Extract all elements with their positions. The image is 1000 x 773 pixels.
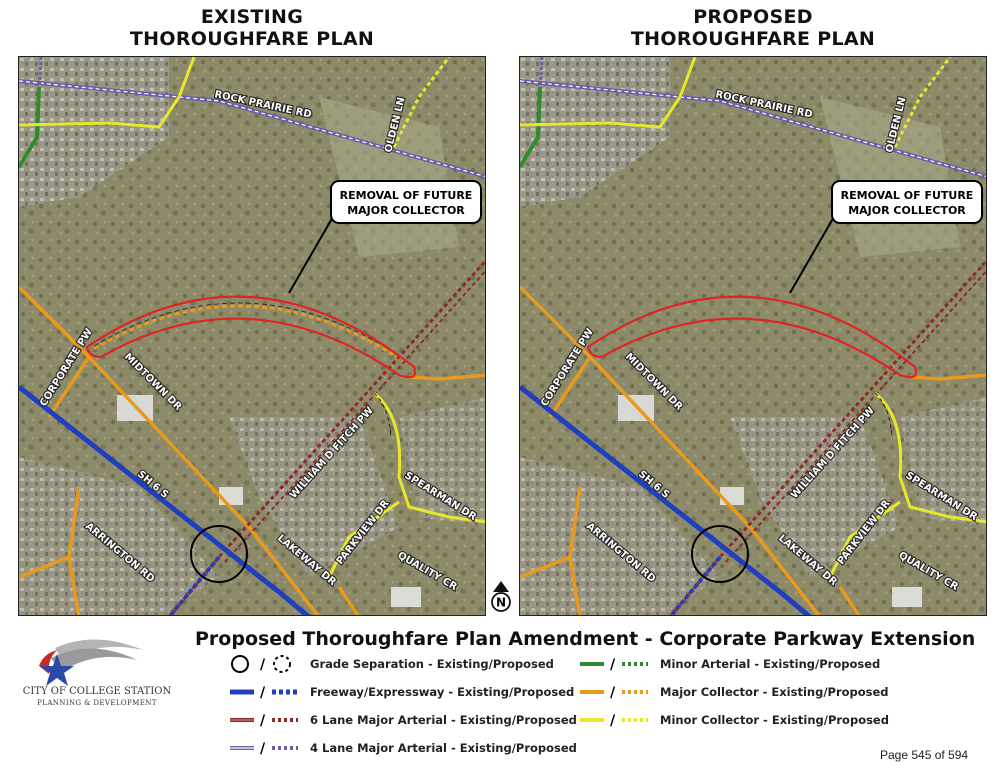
callout-box	[330, 180, 482, 224]
legend-item-minor-collector: / Minor Collector - Existing/Proposed	[580, 710, 889, 730]
sh-6-freeway	[520, 385, 812, 615]
logo-department: PLANNING & DEVELOPMENT	[37, 699, 157, 707]
minor-collector-north	[19, 57, 196, 129]
six-lane-arterial-line-icon: /	[230, 713, 298, 729]
parkview-drive	[828, 500, 901, 578]
residential-area-east	[399, 397, 485, 527]
svg-text:/: /	[260, 713, 266, 729]
residential-area-northwest	[520, 57, 670, 207]
residential-area-east	[900, 397, 986, 527]
lakeway-south	[838, 586, 861, 615]
corporate-parkway-existing	[47, 356, 91, 418]
legend-item-4-lane-arterial: / 4 Lane Major Arterial - Existing/Propo…	[230, 738, 577, 758]
svg-text:/: /	[610, 685, 616, 701]
callout-pointer	[288, 214, 335, 294]
removal-highlight-outline	[85, 295, 417, 379]
major-collector-line-icon: /	[580, 685, 648, 701]
proposed-map[interactable]: REMOVAL OF FUTURE MAJOR COLLECTOR ROCK P…	[519, 56, 987, 616]
north-arrow-icon: N	[491, 581, 511, 612]
legend-item-major-collector: / Major Collector - Existing/Proposed	[580, 682, 889, 702]
minor-collector-line-icon: /	[580, 713, 648, 729]
east-major-collector	[909, 373, 986, 381]
proposed-title-line2: THOROUGHFARE PLAN	[630, 28, 876, 50]
callout-box	[831, 180, 983, 224]
midtown-drive	[520, 285, 821, 615]
legend-label-minor-arterial: Minor Arterial - Existing/Proposed	[660, 657, 881, 671]
grade-separation-icon: /	[231, 655, 291, 673]
page-number: Page 545 of 594	[880, 748, 969, 762]
spearman-drive	[373, 391, 485, 524]
proposed-plan-title: PROPOSED THOROUGHFARE PLAN	[519, 6, 987, 50]
svg-text:/: /	[610, 713, 616, 729]
sh-6-freeway	[19, 385, 311, 615]
future-major-collector	[93, 302, 405, 364]
william-d-fitch-parkway-lane	[724, 269, 986, 564]
lakeway-south	[337, 586, 360, 615]
minor-collector-north	[520, 57, 697, 129]
removal-highlight-outline	[586, 295, 918, 379]
svg-text:/: /	[260, 685, 266, 701]
legend-item-freeway: / Freeway/Expressway - Existing/Proposed	[230, 682, 574, 702]
minor-arterial-line-icon: /	[580, 657, 648, 673]
rock-prairie-road-center	[19, 80, 485, 178]
callout-line1: REMOVAL OF FUTURE	[841, 189, 974, 202]
spearman-proposed-edge	[373, 392, 392, 438]
callout-line2: MAJOR COLLECTOR	[347, 204, 465, 217]
legend-label-freeway: Freeway/Expressway - Existing/Proposed	[310, 685, 575, 699]
proposed-title-line1: PROPOSED	[693, 6, 813, 28]
freeway-line-icon: /	[230, 685, 298, 701]
corporate-parkway-existing	[548, 356, 592, 418]
freeway-proposed-ramp	[669, 555, 722, 615]
legend-title: Proposed Thoroughfare Plan Amendment - C…	[195, 628, 976, 650]
minor-arterial-road	[19, 86, 41, 169]
legend-label-grade-separation: Grade Separation - Existing/Proposed	[310, 657, 554, 671]
logo-city-name: CITY OF COLLEGE STATION	[22, 686, 172, 697]
building	[391, 587, 421, 607]
building	[219, 487, 243, 505]
rock-prairie-road-center	[520, 80, 986, 178]
existing-plan-title: EXISTING THOROUGHFARE PLAN	[18, 6, 486, 50]
freeway-proposed-ramp	[168, 555, 221, 615]
callout-pointer	[789, 214, 836, 294]
city-logo-icon	[39, 639, 143, 686]
legend-item-grade-separation: / Grade Separation - Existing/Proposed	[230, 654, 554, 674]
legend-item-6-lane-arterial: / 6 Lane Major Arterial - Existing/Propo…	[230, 710, 577, 730]
commercial-area-southwest	[520, 457, 720, 615]
arrington-road-south	[67, 556, 81, 615]
legend-label-6-lane-arterial: 6 Lane Major Arterial - Existing/Propose…	[310, 713, 577, 727]
callout-line1: REMOVAL OF FUTURE	[340, 189, 473, 202]
svg-text:/: /	[260, 741, 266, 757]
residential-area-northwest	[19, 57, 169, 207]
parkview-drive	[327, 500, 400, 578]
existing-title-line1: EXISTING	[200, 6, 304, 28]
arrington-road-south	[568, 556, 582, 615]
legend-item-minor-arterial: / Minor Arterial - Existing/Proposed	[580, 654, 880, 674]
spearman-drive	[874, 391, 986, 524]
minor-arterial-road	[520, 86, 542, 169]
east-major-collector	[408, 373, 485, 381]
commercial-area-southwest	[19, 457, 219, 615]
legend-label-4-lane-arterial: 4 Lane Major Arterial - Existing/Propose…	[310, 741, 577, 755]
existing-map[interactable]: REMOVAL OF FUTURE MAJOR COLLECTOR ROCK P…	[18, 56, 486, 616]
building	[892, 587, 922, 607]
svg-text:/: /	[260, 657, 266, 673]
midtown-drive	[19, 285, 320, 615]
arterial-north-stub	[538, 57, 544, 98]
svg-text:/: /	[610, 657, 616, 673]
residential-area-center	[229, 417, 399, 577]
grade-separation-marker	[190, 525, 248, 583]
spearman-proposed-edge	[874, 392, 893, 438]
residential-area-center	[730, 417, 900, 577]
arterial-north-stub	[37, 57, 43, 98]
legend-label-minor-collector: Minor Collector - Existing/Proposed	[660, 713, 889, 727]
grade-separation-marker	[691, 525, 749, 583]
building	[720, 487, 744, 505]
william-d-fitch-parkway-lane	[223, 269, 485, 564]
north-letter: N	[496, 596, 506, 610]
existing-title-line2: THOROUGHFARE PLAN	[129, 28, 375, 50]
callout-line2: MAJOR COLLECTOR	[848, 204, 966, 217]
legend-label-major-collector: Major Collector - Existing/Proposed	[660, 685, 889, 699]
four-lane-arterial-line-icon: /	[230, 741, 298, 757]
